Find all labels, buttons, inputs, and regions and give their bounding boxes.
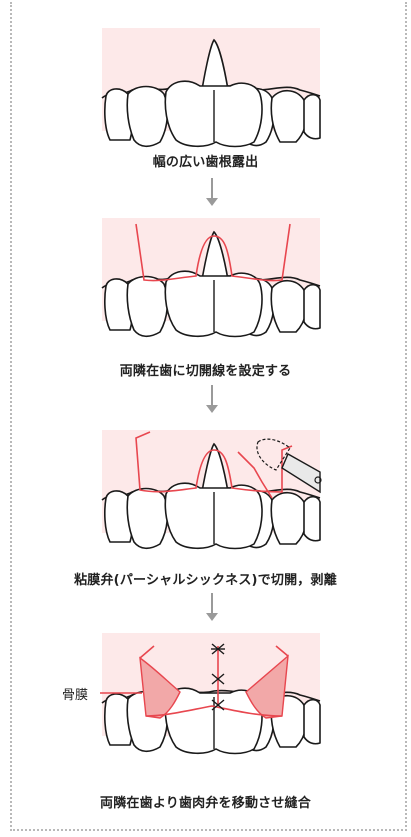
suture-marks xyxy=(211,643,225,711)
step-2-illustration xyxy=(101,223,321,338)
periosteum-label: 骨膜 xyxy=(62,688,89,703)
periosteum-right xyxy=(245,654,289,719)
step-3-caption: 粘膜弁(パーシャルシックネス)で切開，剥離 xyxy=(74,573,337,588)
figure-frame xyxy=(10,2,407,831)
step-4-illustration xyxy=(100,643,321,755)
incision-line xyxy=(135,223,291,282)
step-2-caption: 両隣在歯に切開線を設定する xyxy=(119,364,292,379)
incision-line xyxy=(135,431,293,493)
flow-arrows xyxy=(206,178,218,621)
scalpel-icon xyxy=(256,438,322,494)
step-1-caption: 幅の広い歯根露出 xyxy=(152,155,259,170)
periosteum-left xyxy=(139,656,181,719)
step-3-illustration xyxy=(101,431,322,550)
step-1-illustration xyxy=(101,38,321,148)
step-4-caption: 両隣在歯より歯肉弁を移動させ縫合 xyxy=(100,796,311,811)
